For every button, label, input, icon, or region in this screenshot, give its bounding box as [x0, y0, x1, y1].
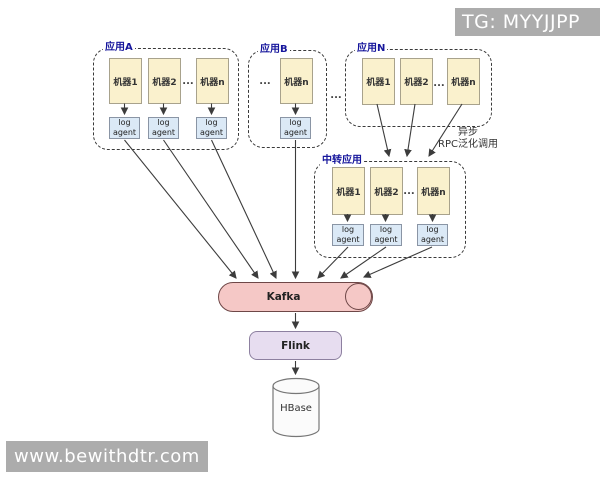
relay-log-agent-n: log agent [417, 224, 448, 246]
kafka-cylinder-end [345, 283, 372, 310]
rpc-annotation: 异步 RPC泛化调用 [428, 127, 508, 151]
app-a-machine-n: 机器n [196, 58, 229, 104]
cluster-app-n: 应用N [345, 42, 492, 127]
flink-node: Flink [249, 331, 342, 360]
relay-machine-1: 机器1 [332, 167, 365, 215]
app-n-machine-1: 机器1 [362, 58, 395, 105]
app-n-ellipsis: ... [433, 77, 445, 89]
relay-machine-n: 机器n [417, 167, 450, 215]
app-a-machine-2: 机器2 [148, 58, 181, 104]
cluster-relay-label: 中转应用 [320, 154, 364, 168]
relay-log-agent-1: log agent [332, 224, 364, 246]
relay-log-agent-2: log agent [370, 224, 402, 246]
app-b-machine-n: 机器n [280, 58, 313, 104]
cluster-app-a-label: 应用A [103, 41, 135, 55]
hbase-cylinder-shape [272, 377, 320, 438]
app-b-ellipsis: ... [259, 75, 271, 87]
relay-ellipsis: ... [403, 185, 415, 197]
cluster-app-n-label: 应用N [355, 42, 388, 56]
cluster-app-b-label: 应用B [258, 43, 290, 57]
app-b-log-agent: log agent [280, 117, 311, 139]
app-n-machine-2: 机器2 [400, 58, 433, 105]
site-watermark: www.bewithdtr.com [6, 441, 208, 472]
hbase-label: HBase [280, 403, 312, 414]
between-b-n-ellipsis: ... [330, 89, 342, 101]
app-a-log-agent-2: log agent [148, 117, 179, 139]
kafka-label: Kafka [266, 291, 301, 303]
relay-machine-2: 机器2 [370, 167, 403, 215]
app-a-ellipsis: ... [182, 75, 194, 87]
rpc-annotation-line2: RPC泛化调用 [438, 139, 498, 150]
app-a-log-agent-n: log agent [196, 117, 227, 139]
tg-badge: TG: MYYJJPP [455, 8, 600, 36]
rpc-annotation-line1: 异步 [458, 127, 478, 138]
app-a-machine-1: 机器1 [109, 58, 142, 104]
app-a-log-agent-1: log agent [109, 117, 140, 139]
hbase-node: HBase [272, 377, 320, 438]
cluster-app-b: 应用B [248, 43, 327, 148]
app-n-machine-n: 机器n [447, 58, 480, 105]
kafka-node: Kafka [218, 282, 373, 312]
